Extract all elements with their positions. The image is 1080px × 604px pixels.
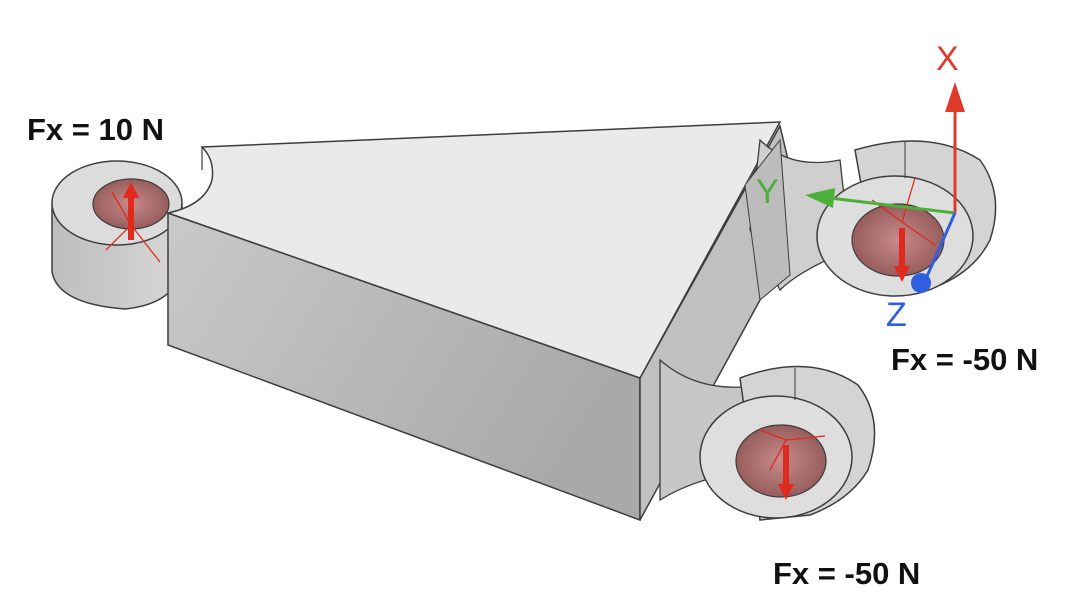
z-axis-label: Z — [886, 296, 907, 334]
force-arrow-left — [105, 182, 161, 263]
x-axis-label: X — [936, 40, 959, 78]
lower-right-mounting-boss — [659, 358, 876, 521]
y-axis-label: Y — [756, 173, 779, 211]
y-axis-line — [829, 196, 956, 215]
load-label-left: Fx = 10 N — [27, 112, 164, 147]
load-label-lower-right: Fx = -50 N — [773, 556, 921, 591]
coordinate-triad: X Y Z — [756, 40, 965, 334]
upper-right-mounting-boss — [744, 138, 997, 301]
left-mounting-boss — [51, 160, 183, 310]
z-axis-arrowhead — [911, 273, 931, 293]
load-label-upper-right: Fx = -50 N — [891, 342, 1039, 377]
force-arrow-lower-right — [759, 429, 826, 500]
y-axis-arrowhead — [805, 188, 835, 208]
x-axis-arrowhead — [945, 82, 965, 112]
